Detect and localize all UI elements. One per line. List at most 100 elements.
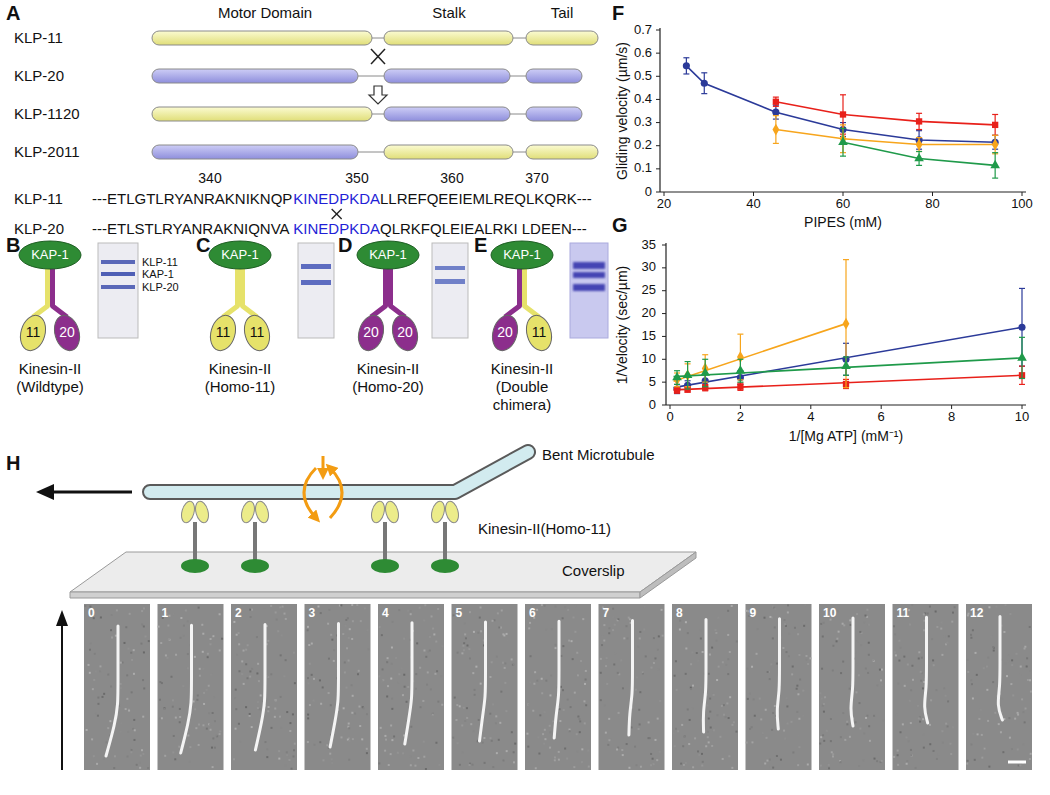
image-noise — [714, 629, 716, 631]
coverslip-front — [70, 592, 640, 598]
image-noise — [584, 722, 586, 724]
error-cap — [992, 152, 998, 153]
image-noise — [469, 611, 471, 613]
image-noise — [858, 674, 860, 676]
image-noise — [195, 727, 197, 729]
data-point — [672, 372, 682, 380]
series-line — [776, 130, 995, 145]
image-noise — [466, 707, 468, 709]
image-noise — [464, 720, 466, 722]
image-noise — [391, 739, 393, 741]
image-noise — [804, 604, 806, 606]
image-noise — [329, 753, 331, 755]
image-noise — [731, 605, 733, 607]
image-noise — [697, 660, 699, 662]
error-cap — [737, 390, 743, 391]
image-noise — [766, 737, 768, 739]
image-noise — [613, 663, 615, 665]
image-noise — [970, 637, 972, 639]
image-noise — [614, 653, 616, 655]
image-noise — [772, 767, 774, 769]
image-noise — [735, 731, 737, 733]
image-noise — [987, 720, 989, 722]
image-noise — [346, 687, 348, 689]
image-noise — [410, 755, 412, 757]
image-noise — [785, 697, 787, 699]
tick-label: 0.2 — [634, 138, 652, 153]
image-noise — [120, 687, 122, 689]
image-noise — [709, 654, 711, 656]
image-noise — [469, 657, 471, 659]
image-noise — [456, 704, 458, 706]
image-noise — [653, 763, 655, 765]
series-line — [843, 142, 995, 165]
image-noise — [357, 673, 359, 675]
image-noise — [713, 694, 715, 696]
image-noise — [502, 662, 504, 664]
image-noise — [649, 737, 651, 739]
image-noise — [120, 722, 122, 724]
image-noise — [918, 657, 920, 659]
stalk-connector — [33, 269, 48, 317]
image-noise — [423, 619, 425, 621]
image-noise — [584, 683, 586, 685]
image-noise — [499, 722, 501, 724]
image-noise — [574, 692, 576, 694]
image-noise — [866, 609, 868, 611]
error-cap — [840, 128, 846, 129]
image-noise — [772, 712, 774, 714]
motion-arrow — [61, 624, 63, 770]
image-noise — [912, 679, 914, 681]
image-noise — [352, 738, 354, 740]
image-noise — [343, 707, 345, 709]
image-noise — [210, 638, 212, 640]
image-noise — [967, 613, 969, 615]
frame-background — [819, 604, 885, 770]
image-noise — [463, 707, 465, 709]
image-noise — [97, 715, 99, 717]
image-noise — [381, 680, 383, 682]
image-noise — [612, 629, 614, 631]
image-noise — [348, 727, 350, 729]
image-noise — [550, 675, 552, 677]
image-noise — [895, 713, 897, 715]
image-noise — [145, 635, 147, 637]
tick-mark — [656, 122, 660, 123]
error-cap — [843, 356, 849, 357]
image-noise — [910, 749, 912, 751]
image-noise — [320, 703, 322, 705]
image-noise — [579, 731, 581, 733]
image-noise — [798, 654, 800, 656]
image-noise — [1021, 698, 1023, 700]
image-noise — [770, 663, 772, 665]
image-noise — [659, 751, 661, 753]
image-noise — [216, 735, 218, 737]
image-noise — [688, 743, 690, 745]
image-noise — [199, 675, 201, 677]
image-noise — [198, 724, 200, 726]
image-noise — [322, 686, 324, 688]
image-noise — [972, 733, 974, 735]
image-noise — [291, 768, 293, 770]
image-noise — [952, 612, 954, 614]
image-noise — [725, 716, 727, 718]
kap1-subunit: KAP-1 — [490, 240, 554, 270]
tick-mark — [810, 405, 811, 409]
image-noise — [659, 700, 661, 702]
hollow-arrow — [369, 86, 387, 104]
error-cap — [992, 135, 998, 136]
image-noise — [351, 604, 353, 606]
image-noise — [219, 730, 221, 732]
image-noise — [607, 744, 609, 746]
image-noise — [420, 706, 422, 708]
error-cap — [916, 165, 922, 166]
data-point — [683, 370, 693, 378]
image-noise — [603, 640, 605, 642]
image-noise — [805, 659, 807, 661]
image-noise — [504, 682, 506, 684]
image-noise — [536, 680, 538, 682]
image-noise — [308, 644, 310, 646]
image-noise — [873, 715, 875, 717]
image-noise — [462, 751, 464, 753]
image-noise — [431, 615, 433, 617]
